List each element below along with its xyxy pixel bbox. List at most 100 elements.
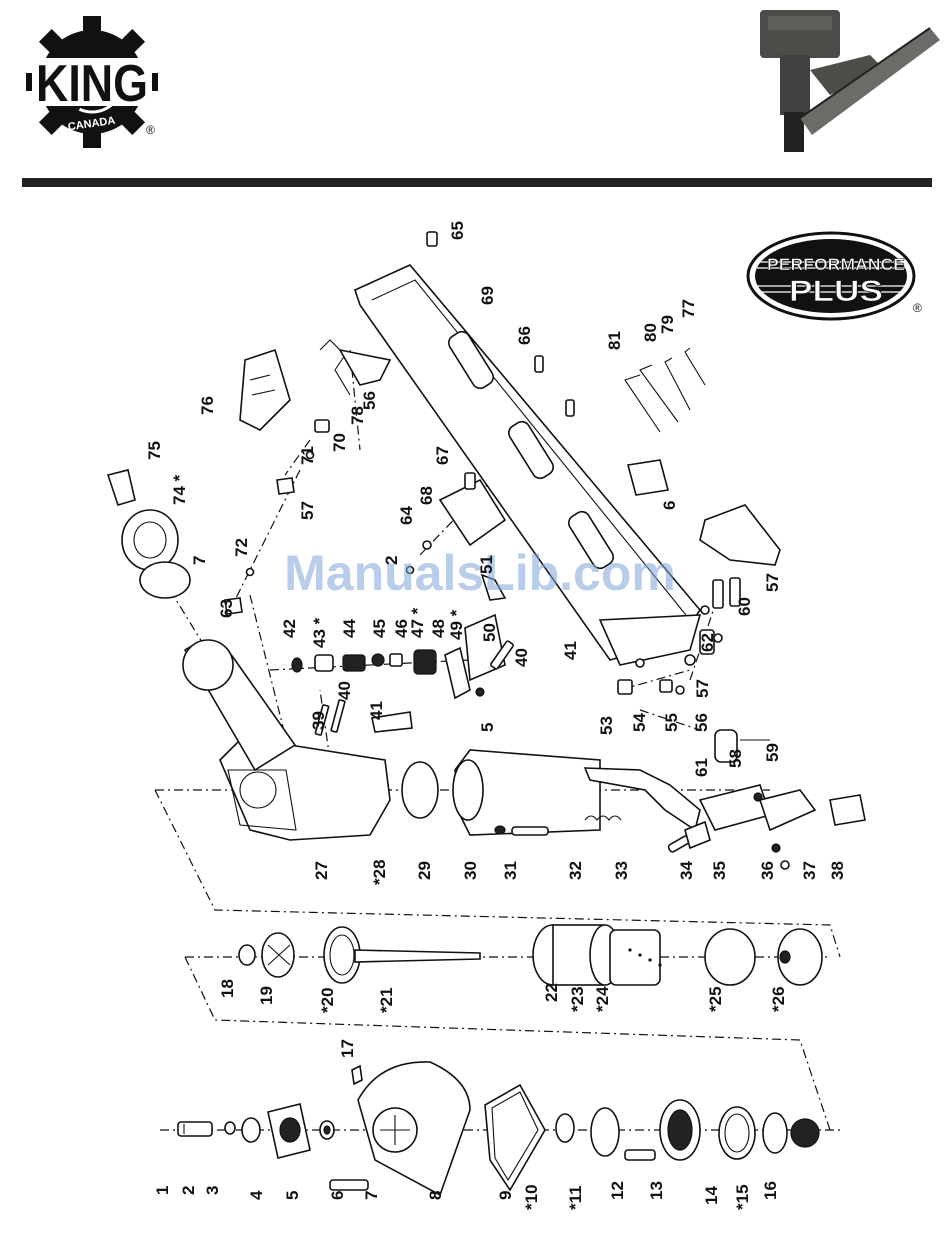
part-callout: 3 xyxy=(203,1186,222,1195)
part-callout: 38 xyxy=(828,861,847,880)
part-callout: *25 xyxy=(706,986,725,1012)
king-canada-logo: KING CANADA ® xyxy=(26,16,158,148)
header-rule xyxy=(22,178,932,187)
part-callout: 41 xyxy=(367,701,386,720)
product-photo xyxy=(760,10,940,152)
badge-line2: PLUS xyxy=(789,275,883,308)
part-callout: 81 xyxy=(605,331,624,350)
logo-wordmark: KING xyxy=(36,55,148,113)
part-callout: 7 xyxy=(362,1191,381,1200)
part-callout: 72 xyxy=(232,538,251,557)
part-callout: 70 xyxy=(330,433,349,452)
part-callout: 2 xyxy=(382,556,401,565)
part-callout: 44 xyxy=(340,619,359,638)
part-callout: *23 xyxy=(568,986,587,1012)
part-callout: *15 xyxy=(733,1184,752,1210)
part-callout: 6 xyxy=(328,1191,347,1200)
part-callout: 33 xyxy=(612,861,631,880)
part-callout: 75 xyxy=(145,441,164,460)
part-callout: 77 xyxy=(679,299,698,318)
part-callout: 35 xyxy=(710,861,729,880)
part-callout: *20 xyxy=(318,987,337,1013)
part-callout: 37 xyxy=(800,861,819,880)
part-callout: 29 xyxy=(415,861,434,880)
part-callout: *24 xyxy=(593,986,612,1012)
part-callout: 40 xyxy=(512,648,531,667)
part-callout: 50 xyxy=(480,623,499,642)
part-callout: 7 xyxy=(190,556,209,565)
watermark: ManualsLib.com xyxy=(284,545,676,601)
part-callout: 47 * xyxy=(408,607,427,638)
part-callout: 4 xyxy=(247,1190,266,1200)
part-callout: 79 xyxy=(658,315,677,334)
part-callout: 43 * xyxy=(310,617,329,648)
part-callout: 80 xyxy=(641,323,660,342)
part-callout: 48 xyxy=(429,619,448,638)
part-callout: *10 xyxy=(522,1184,541,1210)
part-callout: 58 xyxy=(726,749,745,768)
part-callout: 13 xyxy=(647,1181,666,1200)
part-callout: 19 xyxy=(257,986,276,1005)
part-callout: 65 xyxy=(448,221,467,240)
part-callout: 78 xyxy=(348,406,367,425)
part-callout: 56 xyxy=(360,391,379,410)
part-callout: 12 xyxy=(608,1181,627,1200)
part-callout: 57 xyxy=(693,679,712,698)
badge-registered: ® xyxy=(913,301,922,315)
part-callout: 51 xyxy=(477,555,496,574)
part-callout: 31 xyxy=(501,861,520,880)
part-callout: 34 xyxy=(677,861,696,880)
part-callout: 61 xyxy=(692,758,711,777)
part-callout: 22 xyxy=(542,983,561,1002)
piston-cylinder-parts xyxy=(238,924,823,986)
part-callout: 57 xyxy=(763,573,782,592)
part-callout: 27 xyxy=(312,861,331,880)
part-callout: 39 xyxy=(309,711,328,730)
part-callout: 30 xyxy=(461,861,480,880)
part-callout: 64 xyxy=(397,506,416,525)
part-callout: 69 xyxy=(478,286,497,305)
part-callout: 2 xyxy=(179,1186,198,1195)
part-callout: 55 xyxy=(662,713,681,732)
part-callout: 1 xyxy=(153,1186,172,1195)
part-callout: 40 xyxy=(335,681,354,700)
part-callout: 68 xyxy=(417,486,436,505)
part-callout: *28 xyxy=(370,859,389,885)
logo-registered: ® xyxy=(146,123,155,137)
part-callout: 8 xyxy=(426,1191,445,1200)
part-callout: 14 xyxy=(702,1186,721,1205)
part-callout: 45 xyxy=(370,619,389,638)
part-callout: 53 xyxy=(597,716,616,735)
part-callout: 71 xyxy=(298,446,317,465)
part-callout: 74 * xyxy=(170,474,189,505)
badge-line1: PERFORMANCE xyxy=(767,255,905,274)
part-callout: 54 xyxy=(630,713,649,732)
part-callout: *11 xyxy=(566,1185,585,1210)
part-callout: *26 xyxy=(769,986,788,1012)
part-callout: 66 xyxy=(515,326,534,345)
part-callout: 32 xyxy=(566,861,585,880)
part-callout: 9 xyxy=(496,1191,515,1200)
part-callout: 42 xyxy=(280,619,299,638)
part-callout: *21 xyxy=(377,987,396,1013)
cap-assembly-parts xyxy=(177,1061,820,1197)
part-callout: 5 xyxy=(478,723,497,732)
part-callout: 62 xyxy=(698,633,717,652)
part-callout: 18 xyxy=(218,979,237,998)
part-callout: 6 xyxy=(660,501,679,510)
part-callout: 76 xyxy=(198,396,217,415)
frame-body-parts xyxy=(182,639,866,870)
magazine-handle-parts xyxy=(106,231,781,736)
part-callout: 16 xyxy=(761,1181,780,1200)
part-callout: 57 xyxy=(298,501,317,520)
part-callout: 63 xyxy=(217,599,236,618)
performance-plus-badge: PERFORMANCE PLUS ® xyxy=(746,231,922,321)
part-callout: 5 xyxy=(283,1191,302,1200)
part-callout: 59 xyxy=(763,743,782,762)
part-callout: 67 xyxy=(433,446,452,465)
part-callout: 56 xyxy=(692,713,711,732)
part-callout: 49 * xyxy=(447,609,466,640)
part-callout: 60 xyxy=(735,597,754,616)
